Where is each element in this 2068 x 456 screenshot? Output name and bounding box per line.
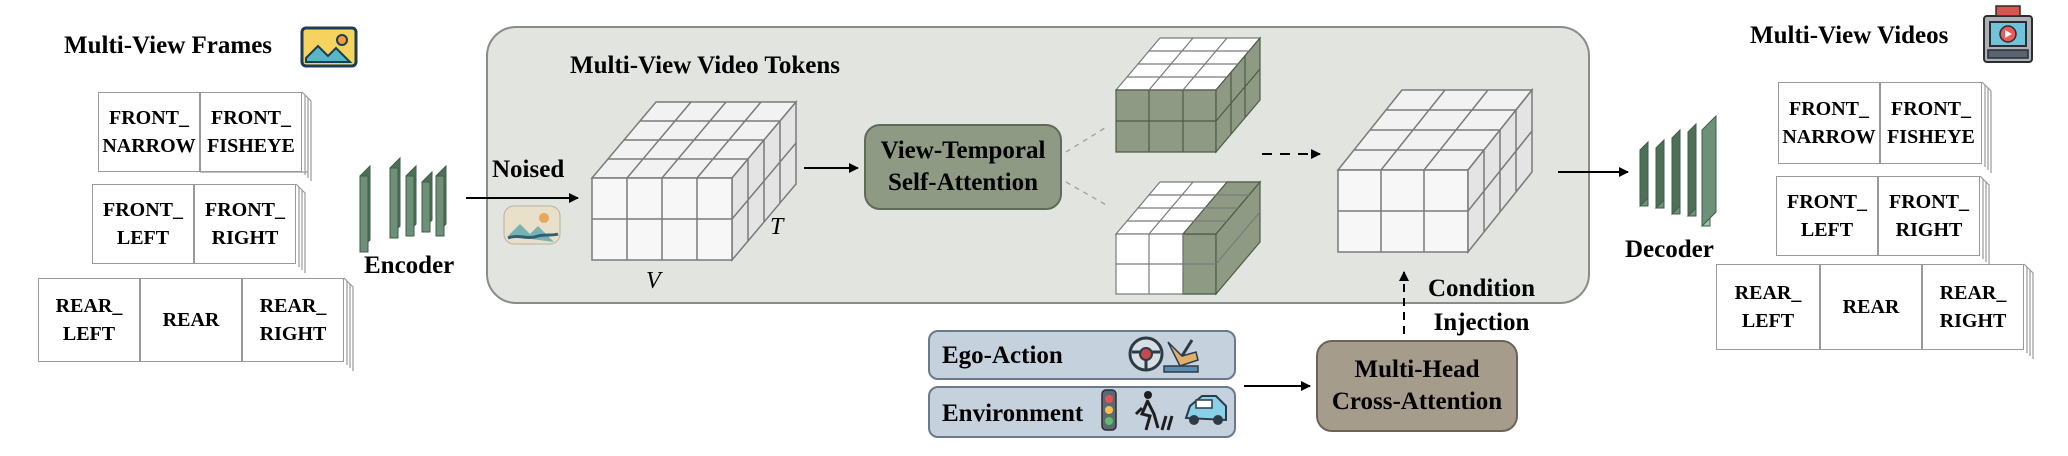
output-frame-rear-right: REAR_ RIGHT <box>1922 264 2024 350</box>
decoder-icon <box>1639 114 1717 228</box>
axis-v-label: V <box>646 268 661 294</box>
landscape-photo-icon <box>300 26 358 68</box>
input-frame-rear-left: REAR_ LEFT <box>38 278 140 362</box>
token-cube-temporal-split <box>1114 180 1262 296</box>
foot-pedal-icon <box>1163 339 1199 373</box>
output-frame-rear-left: REAR_ LEFT <box>1716 264 1820 350</box>
input-frame-front-fisheye: FRONT_ FISHEYE <box>200 92 302 172</box>
traffic-light-icon <box>1101 389 1117 431</box>
token-cube-view-split <box>1114 36 1262 154</box>
decoder-label: Decoder <box>1625 236 1714 263</box>
output-title: Multi-View Videos <box>1750 22 1949 49</box>
view-temporal-self-attention-box: View-Temporal Self-Attention <box>864 124 1062 210</box>
token-cube-main <box>590 99 798 263</box>
multi-head-cross-attention-box: Multi-Head Cross-Attention <box>1316 340 1518 432</box>
car-icon <box>1184 395 1227 425</box>
environment-label: Environment <box>942 400 1084 427</box>
encoder-label: Encoder <box>364 252 455 279</box>
token-cube-output <box>1336 87 1534 255</box>
output-frame-rear: REAR <box>1820 264 1922 350</box>
input-title: Multi-View Frames <box>64 32 273 59</box>
split-connectors <box>1065 125 1109 207</box>
encoder-icon <box>359 156 447 253</box>
steering-wheel-icon <box>1128 336 1164 372</box>
noised-label: Noised <box>492 156 565 183</box>
condition-injection-label: Condition Injection <box>1428 275 1535 336</box>
flow-arrows <box>466 149 1629 391</box>
input-frame-rear-right: REAR_ RIGHT <box>242 278 344 362</box>
environment-box: Environment <box>928 386 1236 438</box>
ego-action-label: Ego-Action <box>942 342 1063 369</box>
output-frame-front-right: FRONT_ RIGHT <box>1878 176 1980 256</box>
output-frame-front-left: FRONT_ LEFT <box>1776 176 1878 256</box>
output-frame-front-fisheye: FRONT_ FISHEYE <box>1880 82 1982 164</box>
input-frame-rear: REAR <box>140 278 242 362</box>
video-player-icon <box>1983 5 2033 63</box>
tokens-title: Multi-View Video Tokens <box>570 52 840 79</box>
axis-t-label: T <box>770 214 784 240</box>
input-frame-front-right: FRONT_ RIGHT <box>194 184 296 264</box>
output-frame-front-narrow: FRONT_ NARROW <box>1778 82 1880 164</box>
noisy-landscape-icon <box>503 205 561 245</box>
pedestrian-crossing-icon <box>1134 391 1174 431</box>
input-stack-shadows <box>200 81 2034 371</box>
input-frame-front-narrow: FRONT_ NARROW <box>98 92 200 172</box>
input-frame-front-left: FRONT_ LEFT <box>92 184 194 264</box>
